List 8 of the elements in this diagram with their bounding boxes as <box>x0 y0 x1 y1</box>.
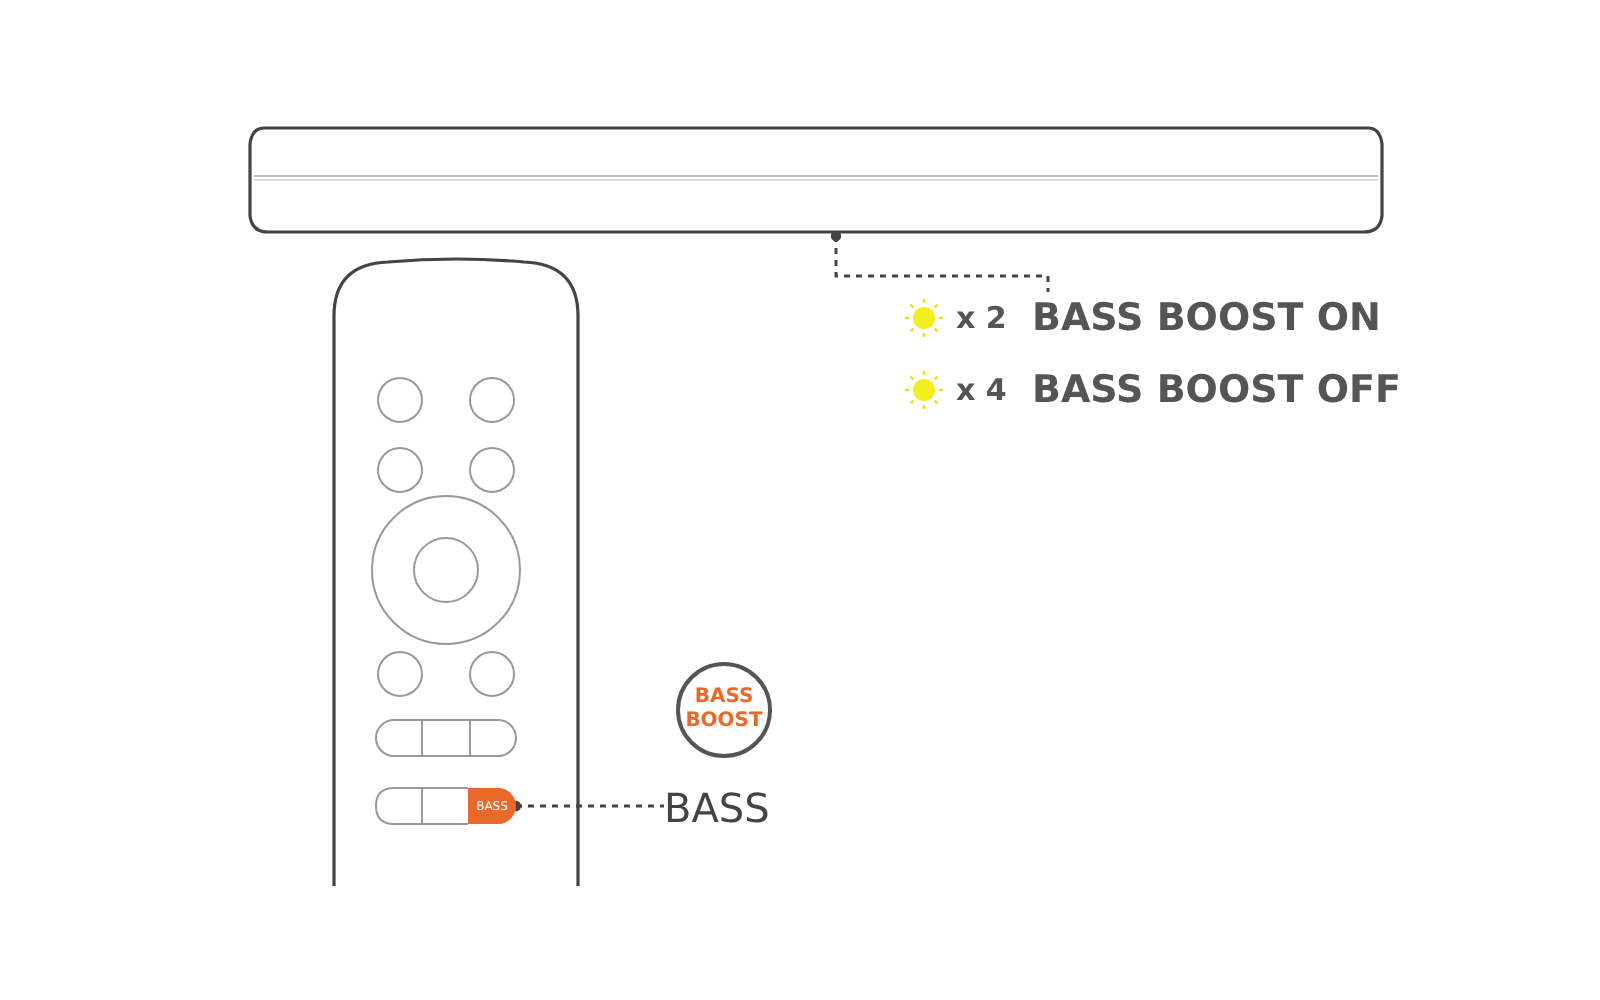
bass-boost-badge: BASS BOOST <box>676 662 772 758</box>
blink-count: x 2 <box>956 300 1007 336</box>
status-text: BASS BOOST ON <box>1032 296 1381 340</box>
leader-line <box>510 800 664 812</box>
blink-count: x 4 <box>956 372 1007 408</box>
status-text: BASS BOOST OFF <box>1032 368 1401 412</box>
leader-line <box>830 230 1050 292</box>
button-name: BASS <box>664 784 770 832</box>
